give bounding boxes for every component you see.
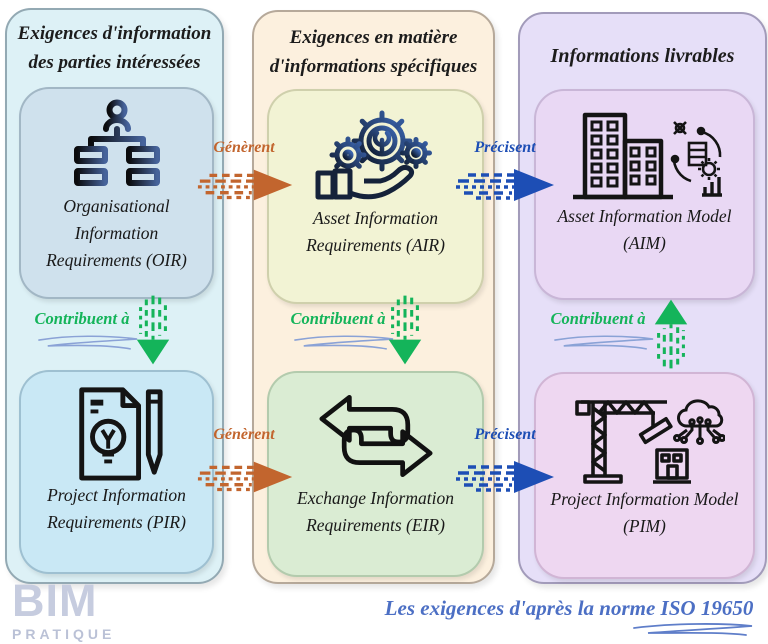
pim-box: Project Information Model (PIM) bbox=[534, 372, 755, 579]
specify-label: Précisent bbox=[474, 426, 536, 443]
oir-label: Organisational Information Requirements … bbox=[46, 196, 187, 271]
oir-box: Organisational Information Requirements … bbox=[19, 87, 214, 299]
buildings-analytics-icon bbox=[563, 107, 727, 203]
specify-arrow bbox=[454, 458, 558, 496]
eir-box: Exchange Information Requirements (EIR) bbox=[267, 371, 484, 577]
pir-box: Project Information Requirements (PIR) bbox=[19, 370, 214, 574]
generate-arrow bbox=[196, 166, 296, 204]
pir-label: Project Information Requirements (PIR) bbox=[47, 485, 186, 533]
org-chart-icon bbox=[65, 97, 169, 193]
air-box: Asset Information Requirements (AIR) bbox=[267, 89, 484, 304]
logo-text: BIM bbox=[12, 575, 98, 626]
specify-label: Précisent bbox=[474, 139, 536, 156]
logo-subtext: PRATIQUE bbox=[12, 625, 116, 642]
exchange-arrows-icon bbox=[301, 387, 451, 485]
aim-label: Asset Information Model (AIM) bbox=[557, 206, 732, 254]
document-idea-pen-icon bbox=[65, 384, 169, 482]
pencil-underline-icon bbox=[550, 333, 658, 353]
contribute-arrow-down bbox=[384, 293, 426, 369]
eir-label: Exchange Information Requirements (EIR) bbox=[297, 488, 454, 536]
aim-box: Asset Information Model (AIM) bbox=[534, 89, 755, 300]
column-header: Informations livrables bbox=[550, 45, 735, 67]
column-stakeholder-requirements: Exigences d'information des parties inté… bbox=[5, 8, 224, 584]
crane-cloud-network-icon bbox=[565, 386, 725, 486]
air-label: Asset Information Requirements (AIR) bbox=[306, 208, 445, 256]
pim-label: Project Information Model (PIM) bbox=[550, 489, 739, 537]
column-header: Exigences en matière d'informations spéc… bbox=[269, 27, 478, 78]
bim-pratique-logo: BIM PRATIQUE bbox=[12, 575, 116, 644]
gears-hand-icon bbox=[310, 101, 442, 205]
contribute-label: Contribuent à bbox=[550, 309, 646, 328]
generate-label: Génèrent bbox=[213, 139, 275, 156]
specify-arrow bbox=[454, 166, 558, 204]
caption: Les exigences d'après la norme ISO 19650 bbox=[384, 596, 754, 620]
generate-arrow bbox=[196, 458, 296, 496]
contribute-label: Contribuent à bbox=[290, 309, 386, 328]
generate-label: Génèrent bbox=[213, 426, 275, 443]
column-header: Exigences d'information des parties inté… bbox=[17, 23, 212, 74]
column-specific-information-requirements: Exigences en matière d'informations spéc… bbox=[252, 10, 495, 584]
pencil-underline-icon bbox=[34, 333, 142, 353]
contribute-arrow-down bbox=[132, 293, 174, 369]
caption-underline-icon bbox=[628, 622, 758, 643]
contribute-arrow-up bbox=[650, 295, 692, 371]
column-information-deliverables: Informations livrables bbox=[518, 12, 767, 584]
pencil-underline-icon bbox=[290, 333, 398, 353]
contribute-label: Contribuent à bbox=[34, 309, 130, 328]
